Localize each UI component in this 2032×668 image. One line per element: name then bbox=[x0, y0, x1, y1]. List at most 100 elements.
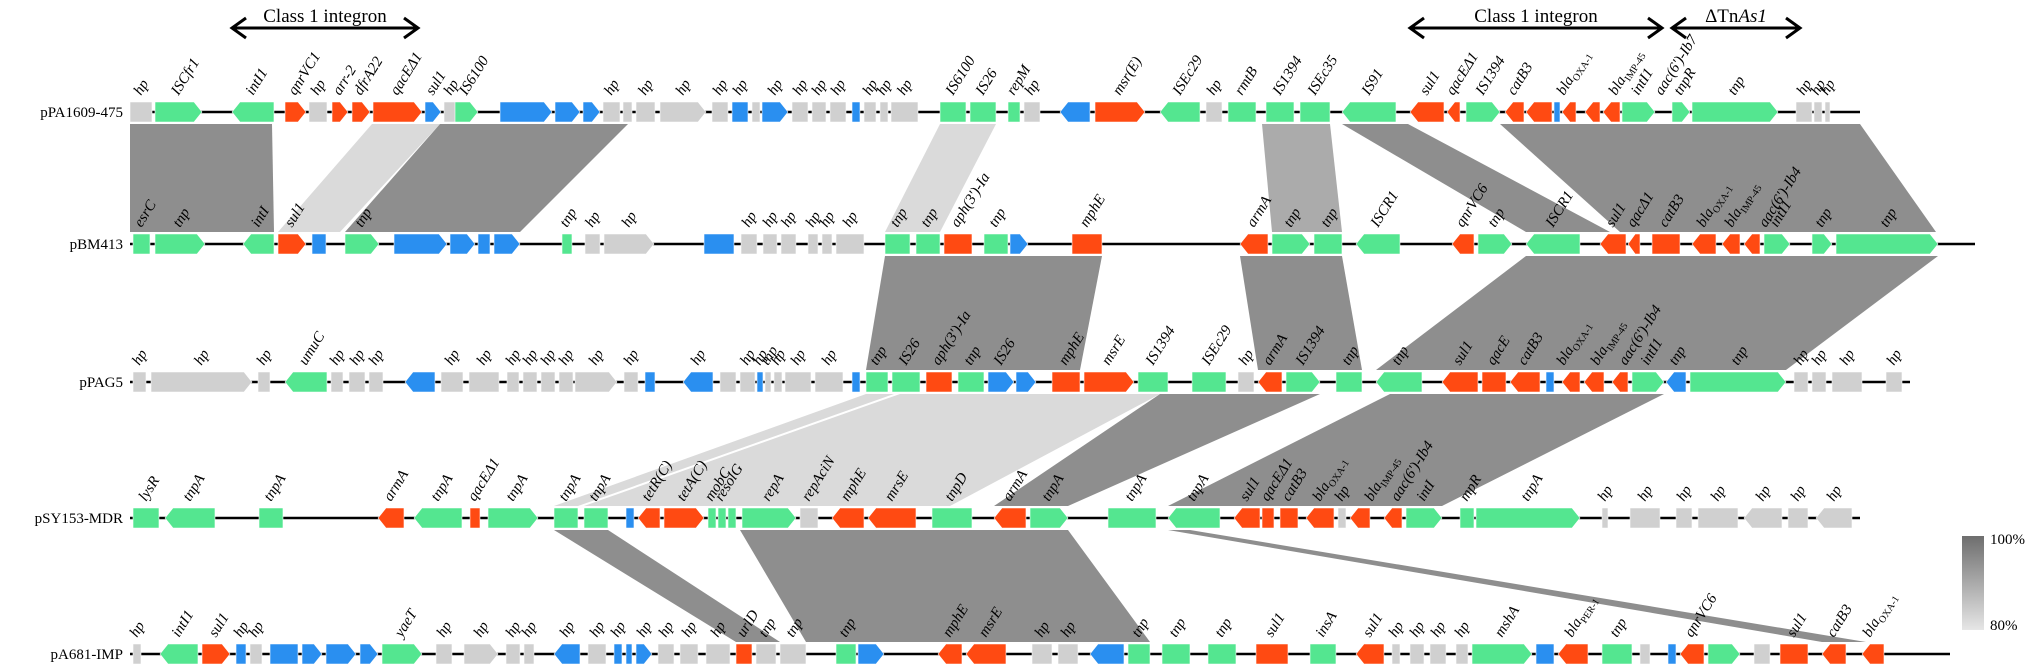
gene-arrow bbox=[505, 643, 521, 665]
gene-arrow bbox=[553, 643, 581, 665]
plasmid-name-4: pA681-IMP bbox=[50, 647, 123, 663]
gene-arrow bbox=[413, 507, 463, 529]
gene-arrow bbox=[561, 233, 573, 255]
homology-region-16 bbox=[1168, 530, 1866, 642]
gene-label: umuC bbox=[296, 328, 329, 368]
gene-label: tnp bbox=[1725, 73, 1749, 98]
gene-arrow bbox=[637, 507, 661, 529]
gene-label: msr(E) bbox=[1110, 54, 1146, 98]
gene-label: hp bbox=[765, 76, 787, 98]
gene-label: hp bbox=[246, 618, 268, 640]
gene-arrow bbox=[1285, 371, 1321, 393]
gene-label: hp bbox=[828, 76, 850, 98]
gene-arrow bbox=[351, 101, 371, 123]
bracket-arrow-left bbox=[1669, 16, 1687, 40]
gene-label: hp bbox=[1674, 482, 1696, 504]
gene-label: ISEc29 bbox=[1169, 52, 1206, 98]
gene-label: hp bbox=[739, 208, 761, 230]
gene-arrow bbox=[993, 507, 1027, 529]
gene-label: insA bbox=[1313, 608, 1341, 640]
gene-arrow bbox=[622, 101, 633, 123]
gene-arrow bbox=[435, 643, 453, 665]
gene-label: hp bbox=[254, 346, 276, 368]
homology-region-15 bbox=[740, 530, 1150, 642]
gene-arrow bbox=[1504, 101, 1525, 123]
gene-arrow bbox=[454, 101, 479, 123]
gene-arrow bbox=[201, 643, 231, 665]
gene-arrow bbox=[1107, 507, 1157, 529]
gene-arrow bbox=[1279, 507, 1299, 529]
gene-label: hp bbox=[191, 346, 213, 368]
gene-arrow bbox=[1383, 507, 1403, 529]
gene-arrow bbox=[499, 101, 553, 123]
gene-arrow bbox=[235, 643, 247, 665]
bracket-arrow-left bbox=[229, 16, 247, 40]
gene-label: IS1394 bbox=[1142, 323, 1179, 369]
gene-arrow bbox=[1811, 233, 1833, 255]
gene-arrow bbox=[1261, 507, 1275, 529]
homology-region-12 bbox=[994, 394, 1320, 506]
homology-region-13 bbox=[1168, 394, 1664, 506]
gene-arrow bbox=[1707, 643, 1741, 665]
gene-arrow bbox=[761, 101, 789, 123]
gene-arrow bbox=[404, 371, 436, 393]
gene-arrow bbox=[1167, 507, 1221, 529]
gene-label: tnpA bbox=[261, 471, 290, 504]
gene-arrow bbox=[867, 507, 917, 529]
gene-arrow bbox=[1885, 371, 1903, 393]
gene-arrow bbox=[1455, 643, 1469, 665]
gene-label-extra: blaOXA-1 bbox=[1860, 590, 1902, 642]
gene-arrow bbox=[755, 643, 777, 665]
plasmid-name-3: pSY153-MDR bbox=[35, 511, 123, 527]
homology-region-0 bbox=[130, 124, 274, 232]
gene-arrow bbox=[1089, 643, 1125, 665]
gene-arrow bbox=[377, 507, 405, 529]
gene-arrow bbox=[1465, 101, 1501, 123]
gene-arrow bbox=[249, 643, 263, 665]
gene-arrow bbox=[835, 643, 857, 665]
gene-arrow bbox=[657, 643, 675, 665]
gene-label: catB3 bbox=[1504, 60, 1536, 98]
gene-arrow bbox=[1787, 507, 1809, 529]
gene-arrow bbox=[1813, 101, 1823, 123]
gene-arrow bbox=[1621, 101, 1656, 123]
gene-arrow bbox=[132, 233, 151, 255]
gene-label: hp bbox=[127, 618, 149, 640]
gene-arrow bbox=[1743, 507, 1783, 529]
gene-label: armA bbox=[381, 467, 413, 504]
gene-arrow bbox=[925, 371, 953, 393]
gene-arrow bbox=[1355, 233, 1401, 255]
gene-arrow bbox=[330, 371, 344, 393]
gene-label: hp bbox=[874, 76, 896, 98]
gene-label: hp bbox=[587, 618, 609, 640]
gene-arrow bbox=[791, 101, 809, 123]
gene-arrow bbox=[311, 233, 327, 255]
gene-arrow bbox=[1429, 643, 1447, 665]
gene-arrow bbox=[1015, 371, 1037, 393]
gene-arrow bbox=[773, 371, 783, 393]
gene-arrow bbox=[1313, 233, 1343, 255]
gene-arrow bbox=[159, 643, 199, 665]
gene-label: hp bbox=[1428, 618, 1450, 640]
identity-legend: 100% 80% bbox=[1962, 532, 2025, 634]
gene-arrow bbox=[1355, 643, 1385, 665]
gene-arrow bbox=[487, 507, 539, 529]
gene-arrow bbox=[1029, 507, 1069, 529]
gene-arrow bbox=[814, 371, 844, 393]
gene-arrow bbox=[284, 371, 328, 393]
gene-arrow bbox=[659, 101, 707, 123]
gene-label: hp bbox=[582, 208, 604, 230]
gene-arrow bbox=[231, 101, 275, 123]
gene-arrow bbox=[523, 643, 535, 665]
gene-label: ISCR1 bbox=[1367, 188, 1402, 231]
gene-arrow bbox=[1667, 643, 1677, 665]
gene-label: hp bbox=[308, 76, 330, 98]
gene-arrow bbox=[1583, 371, 1605, 393]
gene-arrow bbox=[368, 371, 384, 393]
gene-arrow bbox=[1441, 371, 1479, 393]
gene-arrow bbox=[779, 643, 807, 665]
gene-arrow bbox=[1743, 233, 1761, 255]
gene-arrow bbox=[625, 507, 635, 529]
gene-arrow bbox=[393, 233, 448, 255]
gene-arrow bbox=[1721, 233, 1741, 255]
